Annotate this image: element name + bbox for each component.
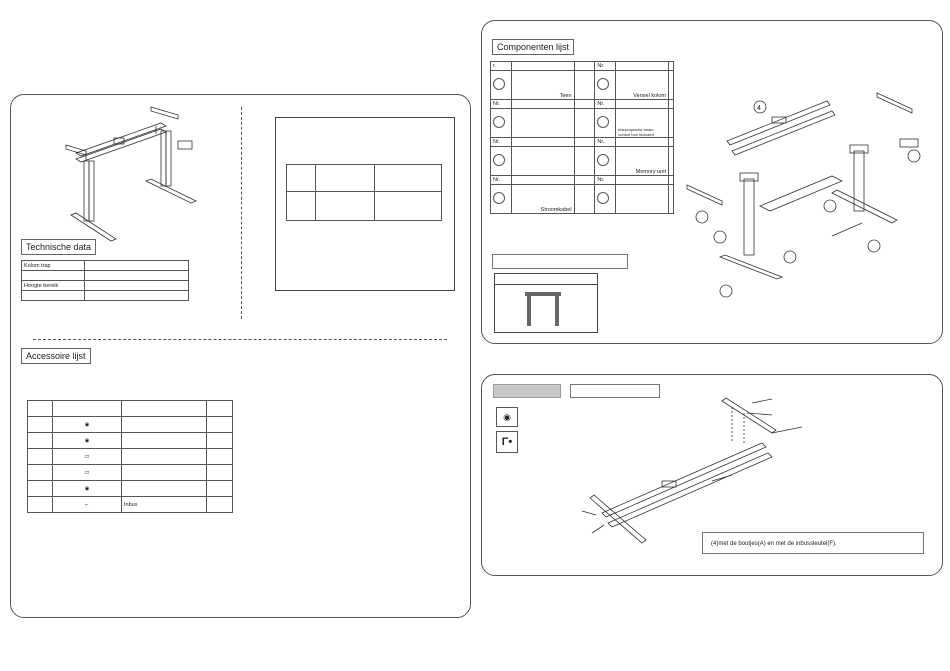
- spec-box: [275, 117, 455, 291]
- step-header-grey: [493, 384, 561, 398]
- table-row: r. Nr.: [490, 61, 674, 71]
- assembly-step-panel: ◉ Γ• (4)met de boutjes(A) en met de inbu…: [481, 374, 943, 576]
- table-row: Nr.Nr.: [490, 99, 674, 109]
- empty-label-box: [492, 254, 628, 269]
- accessoire-lijst-title: Accessoire lijst: [21, 348, 91, 364]
- table-row: Kolom trap: [21, 260, 189, 271]
- callout-4: 4: [757, 105, 761, 112]
- table-row: ◉: [27, 432, 233, 449]
- table-row: [21, 290, 189, 301]
- long-bolt-icon: ▭: [84, 469, 90, 476]
- technische-data-table: Kolom trap Hoogte bereik: [21, 260, 189, 301]
- instruction-box: (4)met de boutjes(A) en met de inbussleu…: [702, 532, 924, 554]
- table-row: [27, 400, 233, 417]
- bolt-icon: ◉: [84, 437, 90, 444]
- desk-frame-illustration: [65, 106, 197, 242]
- frame-preview-box: [494, 273, 598, 333]
- exploded-assembly-diagram: 4: [686, 92, 921, 298]
- componenten-lijst-title: Componenten lijst: [492, 39, 575, 55]
- table-row: ◉: [27, 416, 233, 433]
- technische-data-title: Technische data: [21, 239, 97, 255]
- accessoire-table: ◉ ◉ ▭ ▭ ◉ ⌐Inbus: [27, 400, 233, 513]
- horizontal-divider: [33, 339, 447, 340]
- instruction-text: (4)met de boutjes(A) en met de inbussleu…: [711, 541, 837, 547]
- long-bolt-icon: ▭: [84, 453, 90, 460]
- bolt-icon: ◉: [496, 407, 518, 427]
- table-row: Teen Versiel kolom: [490, 70, 674, 100]
- table-row: [21, 270, 189, 281]
- table-row: Nr.Nr.: [490, 175, 674, 185]
- spec-inner-table: [286, 164, 442, 221]
- left-panel: Technische data Kolom trap Hoogte bereik…: [10, 94, 471, 618]
- table-row: ◉: [27, 480, 233, 497]
- hex-key-icon: ⌐: [85, 501, 89, 508]
- table-row: Stroomkabel: [490, 184, 674, 214]
- table-row: ▭: [27, 464, 233, 481]
- table-row: ▭: [27, 448, 233, 465]
- table-row: ⌐Inbus: [27, 496, 233, 513]
- components-panel: Componenten lijst r. Nr. Teen Versiel ko…: [481, 20, 943, 344]
- table-row: [286, 191, 442, 221]
- table-row: Hoogte bereik: [21, 280, 189, 291]
- screw-icon: ◉: [84, 485, 90, 492]
- frame-preview-icon: [525, 292, 561, 326]
- bolt-icon: ◉: [84, 421, 90, 428]
- step-header-box: [570, 384, 660, 398]
- vertical-divider: [241, 107, 242, 319]
- table-row: Nr.Nr.: [490, 137, 674, 147]
- hex-key-icon: Γ•: [496, 431, 518, 453]
- components-table: r. Nr. Teen Versiel kolom Nr.Nr. telesco…: [490, 61, 674, 214]
- beam-assembly-illustration: [581, 397, 803, 544]
- table-row: Memory unit: [490, 146, 674, 176]
- table-row: [286, 164, 442, 192]
